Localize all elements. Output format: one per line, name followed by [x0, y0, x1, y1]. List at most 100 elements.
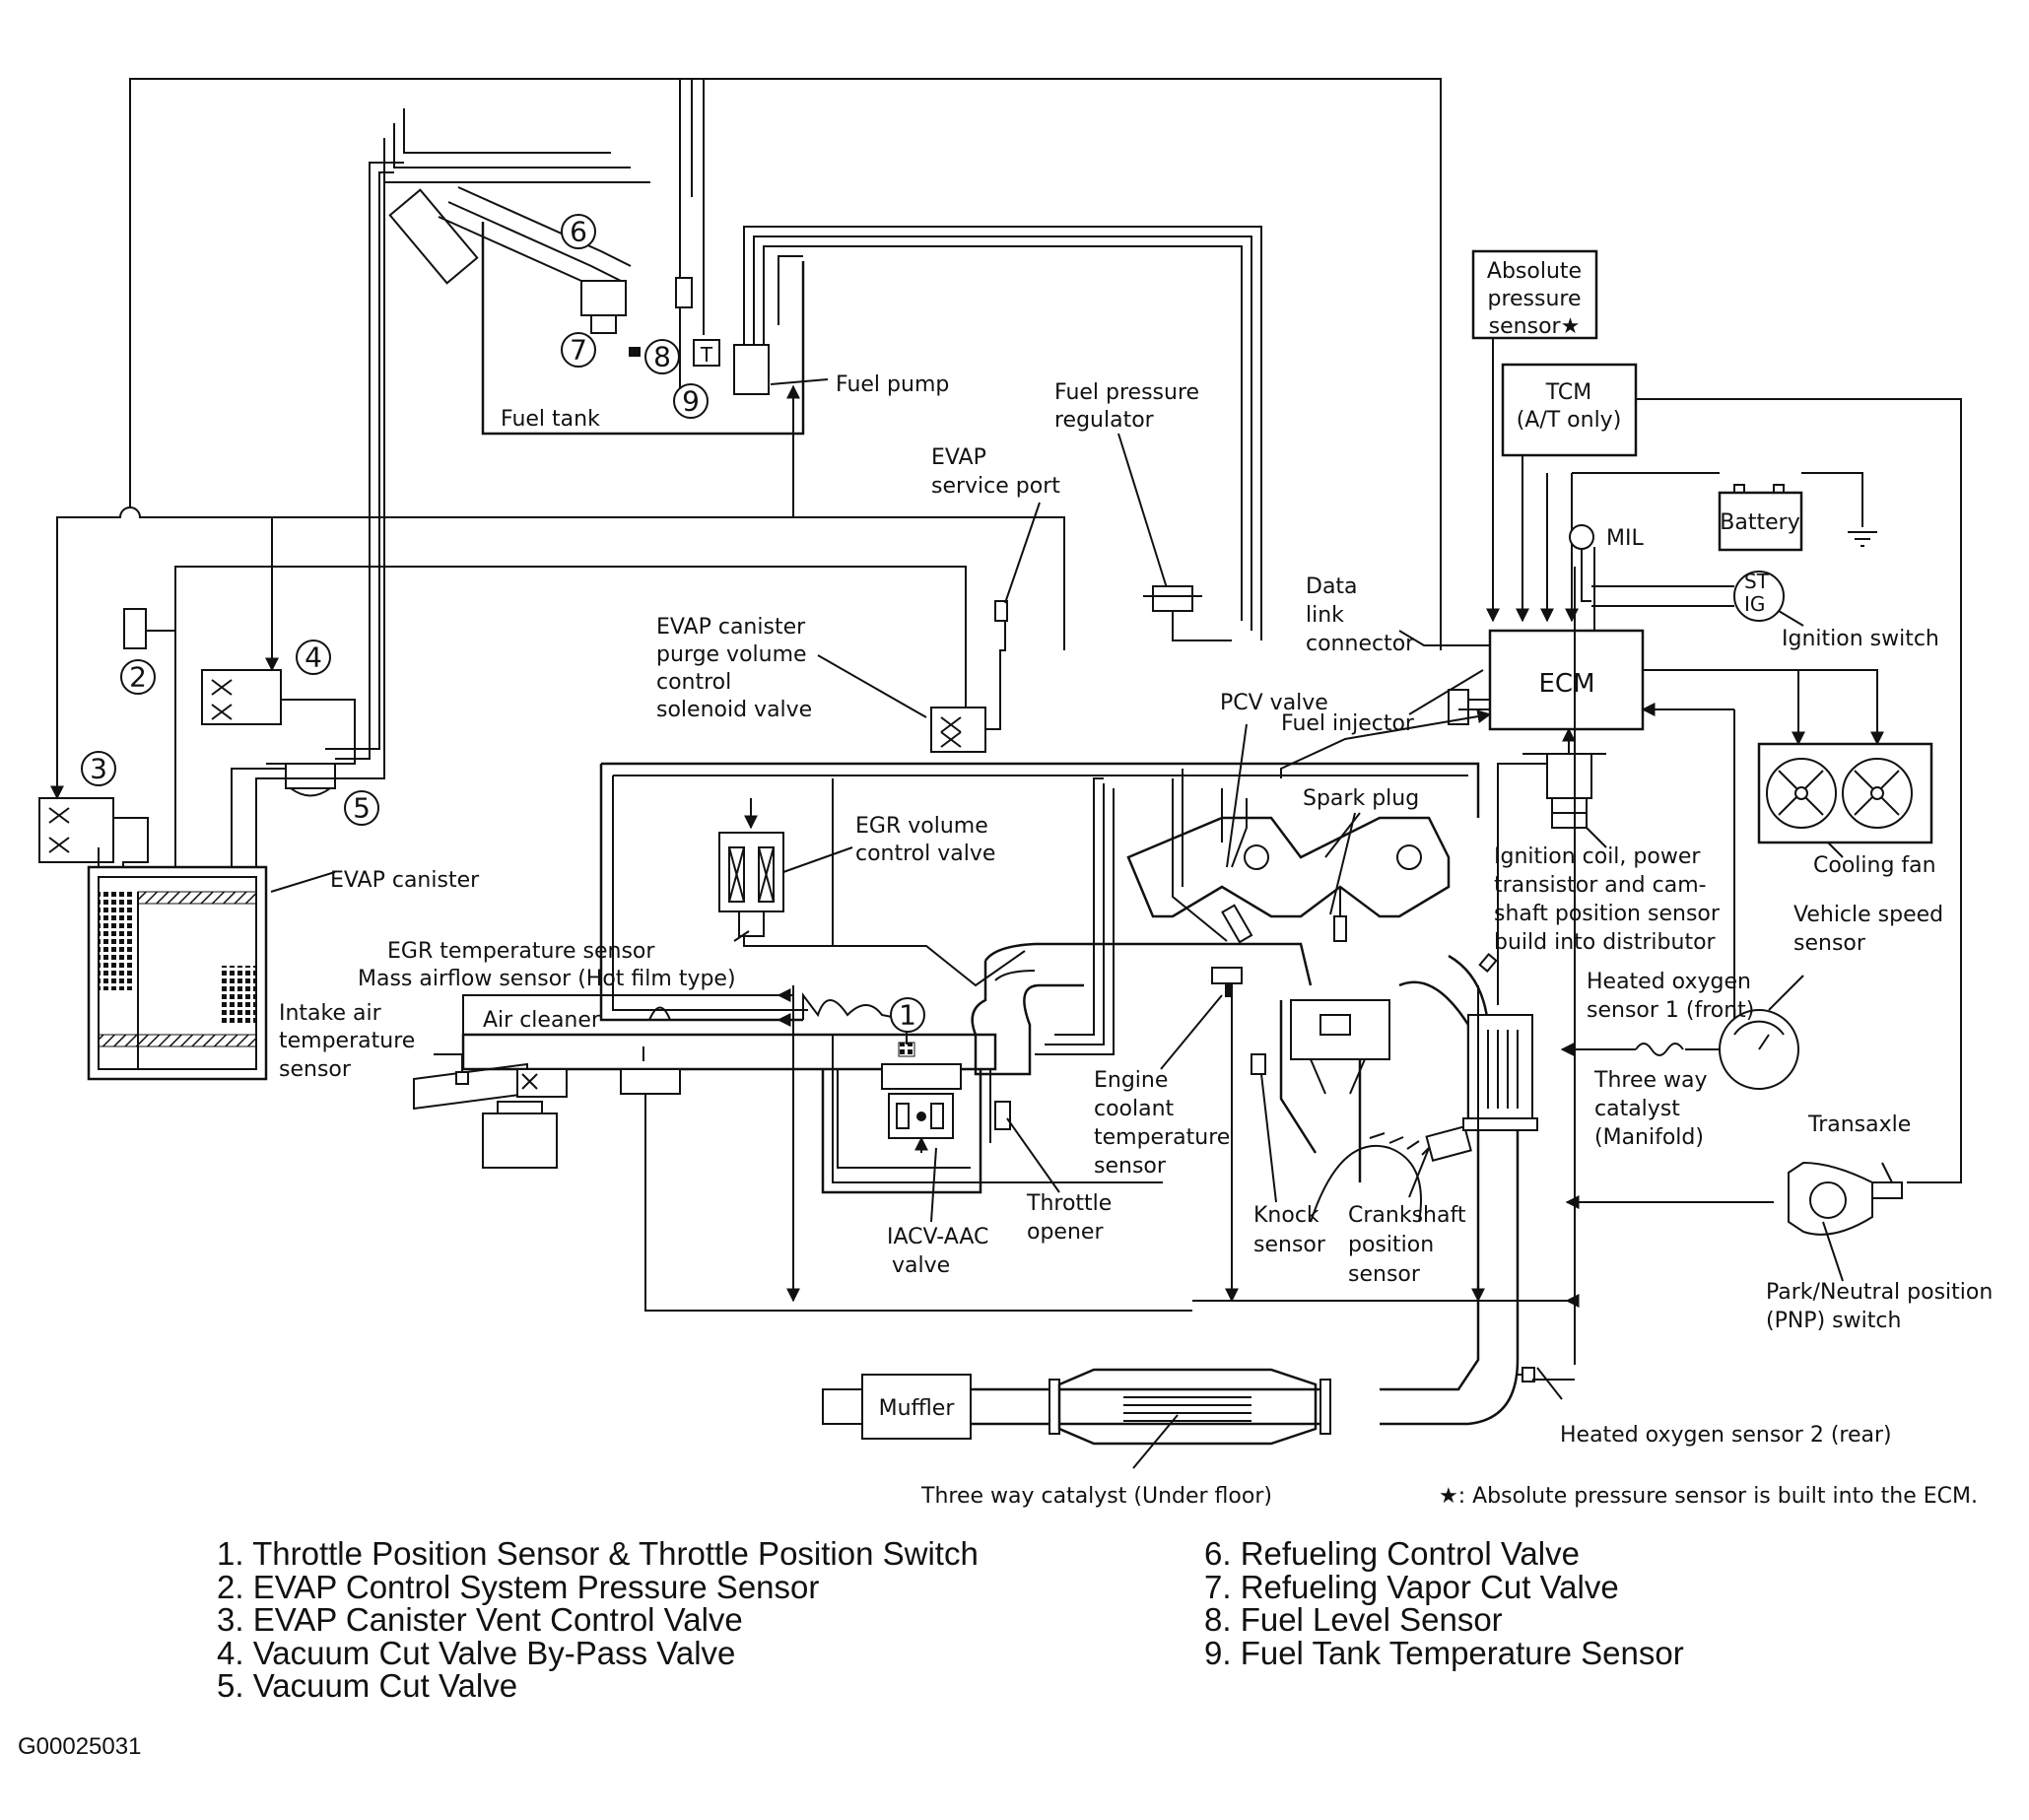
temp-sensor-glyph: T: [700, 343, 713, 367]
callout-1: [890, 997, 925, 1033]
callout-9: [673, 383, 709, 419]
callout-2: [120, 659, 156, 695]
svg-text:2: 2: [129, 661, 147, 694]
svg-text:4: 4: [304, 641, 322, 674]
distributor: [1546, 753, 1592, 799]
tcm-label: TCM: [1545, 380, 1592, 405]
svg-text:(Manifold): (Manifold): [1594, 1125, 1704, 1150]
throttle-marker: I: [641, 1043, 646, 1066]
svg-text:sensor★: sensor★: [1489, 314, 1581, 339]
ignition-switch: [1733, 571, 1785, 622]
svg-text:control valve: control valve: [855, 842, 995, 866]
cooling-fan: [1757, 742, 1933, 844]
air-cleaner: I: [413, 992, 1192, 1312]
iacv-aac-valve-label: IACV-AAC: [887, 1225, 988, 1249]
svg-text:ST: ST: [1744, 570, 1770, 593]
svg-text:sensor: sensor: [1094, 1154, 1167, 1179]
svg-text:purge volume: purge volume: [656, 642, 807, 667]
data-link-connector-label: Data: [1306, 574, 1358, 599]
vehicle-speed-sensor-label: Vehicle speed: [1793, 903, 1943, 927]
fuel-injector: [1221, 904, 1253, 944]
spark-plug-label: Spark plug: [1303, 786, 1419, 811]
legend-item-5: 5. Vacuum Cut Valve: [217, 1667, 518, 1704]
svg-text:sensor: sensor: [1793, 931, 1866, 956]
svg-text:service port: service port: [931, 474, 1060, 499]
battery: [1718, 491, 1803, 552]
mass-airflow-sensor-label: Mass airflow sensor (Hot film type): [358, 967, 736, 991]
svg-text:Muffler: Muffler: [879, 1396, 956, 1421]
battery-label: Battery: [1720, 510, 1799, 535]
footnote: ★: Absolute pressure sensor is built int…: [1439, 1484, 1978, 1509]
purge-system: [255, 177, 1041, 867]
engine-control-system-diagram: T Fuel tank Fuel pump 6 7 8 9 2 4: [38, 78, 1993, 1509]
refueling-control-valve: [580, 280, 627, 316]
callout-5: [344, 790, 379, 826]
legend-item-2: 2. EVAP Control System Pressure Sensor: [217, 1568, 820, 1605]
absolute-pressure-sensor-label-1: Absolute: [1487, 259, 1582, 284]
svg-text:3: 3: [90, 753, 107, 785]
evap-purge-valve-label: EVAP canister: [656, 615, 806, 640]
svg-text:shaft position sensor: shaft position sensor: [1494, 902, 1721, 926]
pnp-switch-label: Park/Neutral position: [1766, 1280, 1993, 1305]
figure-id: G00025031: [18, 1733, 142, 1760]
fuel-pump-label: Fuel pump: [836, 372, 949, 397]
intake-system: [599, 762, 1480, 1183]
evap-canister: [87, 865, 268, 1081]
svg-text:8: 8: [653, 341, 671, 373]
fuel-level-float: [629, 347, 641, 357]
data-link-connector: [1448, 689, 1469, 725]
callout-8: [644, 339, 680, 374]
diagram-labels: Absolute pressure sensor★ TCM (A/T only)…: [279, 259, 1993, 1509]
fuel-pump: [733, 344, 770, 395]
evap-pressure-sensor: [123, 608, 147, 649]
svg-text:position: position: [1348, 1233, 1434, 1257]
legend-item-4: 4. Vacuum Cut Valve By-Pass Valve: [217, 1634, 736, 1671]
legend-column-left: 1. Throttle Position Sensor & Throttle P…: [217, 1537, 979, 1703]
top-harness: [56, 78, 1442, 703]
callout-4: [296, 640, 331, 675]
engine: [1126, 769, 1538, 1426]
egr-volume-control-valve-label: EGR volume: [855, 814, 988, 839]
absolute-pressure-sensor-box: [1471, 249, 1598, 340]
mil-label: MIL: [1606, 526, 1644, 551]
svg-text:6: 6: [570, 216, 587, 248]
spark-plug: [1333, 915, 1347, 942]
svg-text:valve: valve: [892, 1253, 950, 1278]
fuel-tank-label: Fuel tank: [501, 407, 600, 432]
intake-air-temperature-sensor-label: Intake air: [279, 1001, 382, 1026]
svg-text:transistor and cam-: transistor and cam-: [1494, 873, 1707, 898]
throttle-opener-label: Throttle: [1026, 1191, 1112, 1216]
svg-text:opener: opener: [1027, 1220, 1104, 1245]
callout-7: [561, 332, 596, 368]
evap-service-port-label: EVAP: [931, 445, 986, 470]
svg-text:build into distributor: build into distributor: [1494, 930, 1717, 955]
legend-item-3: 3. EVAP Canister Vent Control Valve: [217, 1601, 743, 1638]
fuel-tank: T Fuel tank Fuel pump: [388, 186, 1262, 640]
callout-3: [81, 751, 116, 786]
svg-text:9: 9: [682, 385, 700, 418]
svg-text:temperature: temperature: [279, 1029, 415, 1053]
svg-text:connector: connector: [1306, 632, 1415, 656]
heated-oxygen-sensor-1-label: Heated oxygen: [1587, 970, 1751, 994]
svg-text:link: link: [1306, 603, 1344, 628]
evap-canister-label: EVAP canister: [330, 868, 480, 893]
svg-text:control: control: [656, 670, 731, 695]
throttle-opener: [994, 1101, 1011, 1130]
svg-text:regulator: regulator: [1054, 408, 1155, 433]
svg-text:1: 1: [899, 999, 916, 1032]
air-cleaner-label: Air cleaner: [483, 1008, 601, 1033]
refueling-vapor-cut-valve: [590, 314, 617, 334]
pnp-switch: [1809, 1181, 1847, 1219]
svg-text:sensor: sensor: [1253, 1233, 1326, 1257]
heated-oxygen-sensor-2-label: Heated oxygen sensor 2 (rear): [1560, 1423, 1892, 1448]
fuel-injector-label: Fuel injector: [1281, 711, 1415, 736]
legend-item-1: 1. Throttle Position Sensor & Throttle P…: [217, 1535, 979, 1572]
svg-text:5: 5: [353, 792, 371, 825]
three-way-catalyst-manifold-label: Three way: [1593, 1068, 1708, 1093]
svg-text:pressure: pressure: [1487, 287, 1581, 311]
svg-text:coolant: coolant: [1094, 1097, 1175, 1121]
three-way-catalyst-under-floor-label: Three way catalyst (Under floor): [920, 1484, 1272, 1509]
svg-text:solenoid valve: solenoid valve: [656, 698, 812, 722]
svg-text:sensor: sensor: [279, 1057, 352, 1082]
crankshaft-position-sensor: [1425, 1125, 1472, 1162]
